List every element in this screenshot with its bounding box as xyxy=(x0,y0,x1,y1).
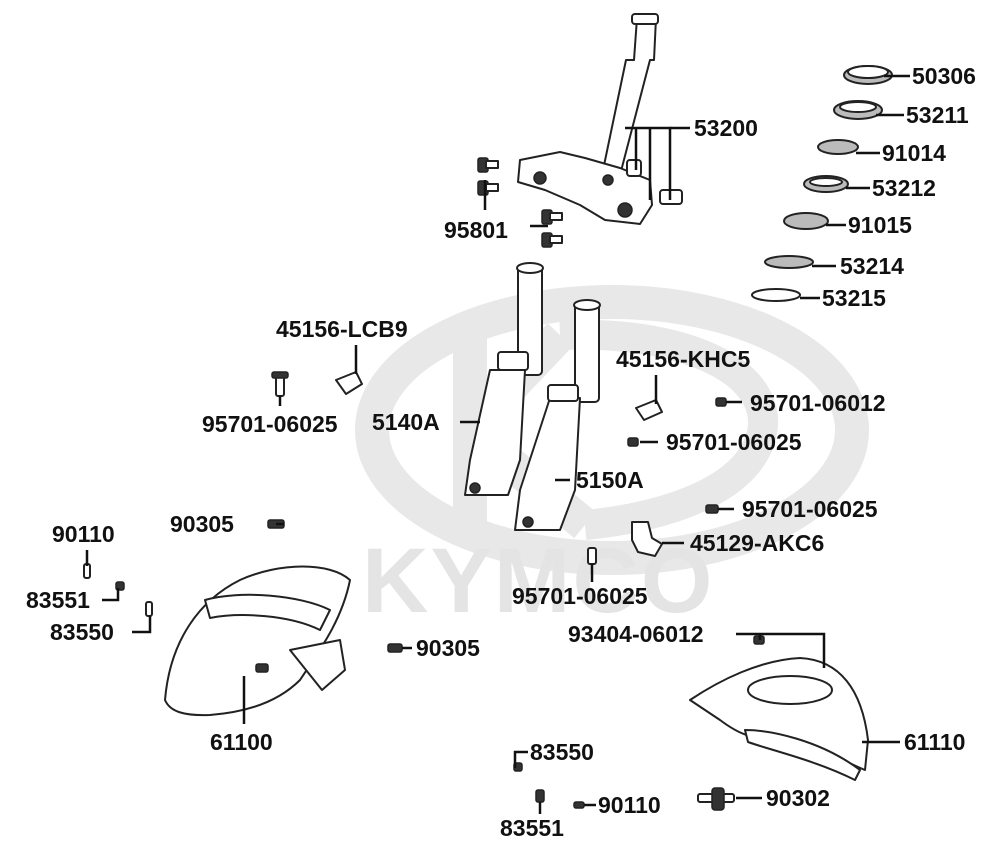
label-45156-lcb9: 45156-LCB9 xyxy=(276,316,408,342)
label-53215: 53215 xyxy=(822,285,886,311)
fork-leg-5140a xyxy=(464,262,544,496)
label-91015: 91015 xyxy=(848,212,912,238)
label-83550-bottom: 83550 xyxy=(530,739,594,765)
label-90305-mid: 90305 xyxy=(416,635,480,661)
label-95801: 95801 xyxy=(444,217,508,243)
label-53214: 53214 xyxy=(840,253,904,279)
label-90110-bottom: 90110 xyxy=(598,792,661,818)
bearing-stack xyxy=(751,65,893,302)
front-fender-61100 xyxy=(164,565,351,717)
label-95701-06025-bottom: 95701-06025 xyxy=(512,583,648,609)
steering-stem-assembly xyxy=(517,13,683,225)
label-53200: 53200 xyxy=(694,115,758,141)
small-hardware xyxy=(83,371,827,811)
label-90302: 90302 xyxy=(766,785,830,811)
label-5140a: 5140A xyxy=(372,409,440,435)
label-61110: 61110 xyxy=(904,729,965,755)
label-95701-06025-mid: 95701-06025 xyxy=(666,429,802,455)
label-90305-top: 90305 xyxy=(170,511,234,537)
leader-lines xyxy=(85,74,910,814)
label-93404-06012: 93404-06012 xyxy=(568,621,704,647)
label-90110-left: 90110 xyxy=(52,521,115,547)
label-5150a: 5150A xyxy=(576,467,644,493)
label-83551-left: 83551 xyxy=(26,587,90,613)
label-53212: 53212 xyxy=(872,175,936,201)
label-83551-bottom: 83551 xyxy=(500,815,564,841)
label-45156-khc5: 45156-KHC5 xyxy=(616,346,750,372)
label-95701-06025-right: 95701-06025 xyxy=(742,496,878,522)
fork-leg-5150a xyxy=(514,299,601,531)
inner-cover-61110 xyxy=(689,657,869,781)
label-45129-akc6: 45129-AKC6 xyxy=(690,530,824,556)
label-95701-06025-left: 95701-06025 xyxy=(202,411,338,437)
label-83550-left: 83550 xyxy=(50,619,114,645)
label-50306: 50306 xyxy=(912,63,976,89)
label-95701-06012: 95701-06012 xyxy=(750,390,886,416)
label-91014: 91014 xyxy=(882,140,946,166)
part-labels: 50306 53211 91014 53212 91015 53214 5321… xyxy=(26,63,976,841)
label-53211: 53211 xyxy=(906,102,969,128)
label-61100: 61100 xyxy=(210,729,273,755)
